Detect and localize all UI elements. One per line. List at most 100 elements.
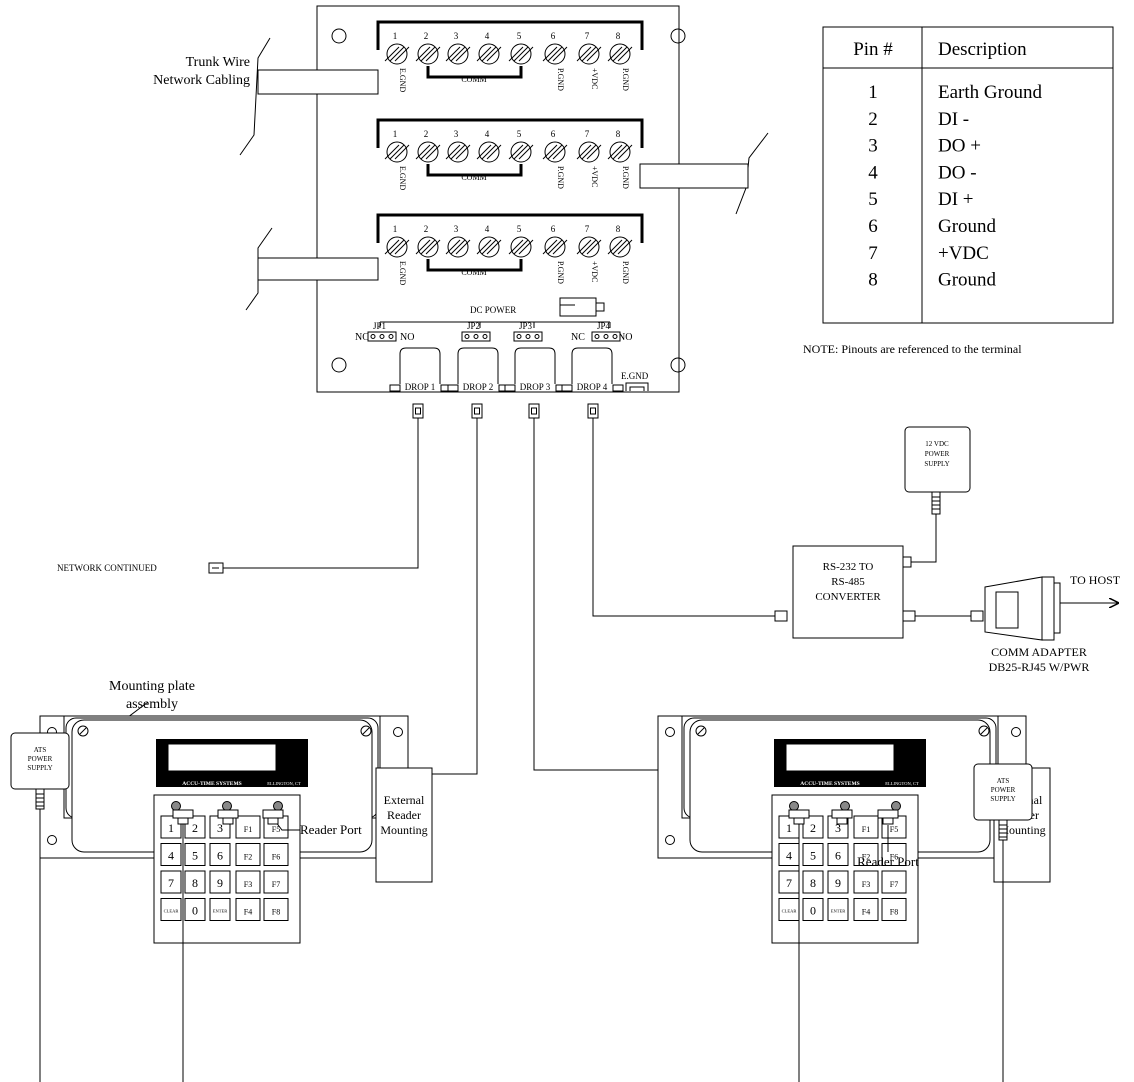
jumper-block[interactable] <box>513 331 543 342</box>
screw-terminal[interactable] <box>476 43 502 65</box>
rj45-plug[interactable] <box>774 610 788 622</box>
keypad-key[interactable]: CLEAR <box>778 898 800 921</box>
port[interactable] <box>172 809 194 819</box>
keypad-key[interactable]: 5 <box>802 843 824 866</box>
pgnd-label: P.GND <box>621 68 630 91</box>
screw-terminal[interactable] <box>542 236 568 258</box>
keypad-key[interactable]: F4 <box>853 898 879 921</box>
keypad-key[interactable]: ENTER <box>209 898 231 921</box>
rj45-plug[interactable] <box>528 403 540 419</box>
screw-terminal[interactable] <box>508 141 534 163</box>
screw-terminal[interactable] <box>476 141 502 163</box>
keypad-key[interactable]: 6 <box>827 843 849 866</box>
keypad-key[interactable]: F1 <box>235 815 261 839</box>
dc-power-jack[interactable] <box>559 297 597 317</box>
keypad-key[interactable]: 8 <box>802 870 824 894</box>
keypad-key[interactable]: 4 <box>160 843 182 866</box>
rj45-plug[interactable] <box>412 403 424 419</box>
keypad-key[interactable]: F6 <box>263 843 289 866</box>
screw-terminal[interactable] <box>415 43 441 65</box>
port[interactable] <box>788 809 810 819</box>
keypad-key[interactable]: F7 <box>263 870 289 894</box>
keypad-key[interactable]: F7 <box>881 870 907 894</box>
egnd-jack[interactable] <box>625 382 649 391</box>
jumper-block[interactable] <box>367 331 397 342</box>
jumper-block[interactable] <box>591 331 621 342</box>
mounting-hole <box>331 357 347 373</box>
pin-table-header: Description <box>938 39 1027 60</box>
brand-label: ACCU-TIME SYSTEMS <box>182 781 241 787</box>
brand-label: ACCU-TIME SYSTEMS <box>800 781 859 787</box>
rj45-plug[interactable] <box>587 403 599 419</box>
screw-terminal[interactable] <box>445 43 471 65</box>
lcd-screen <box>167 743 277 772</box>
keypad-key[interactable]: 6 <box>209 843 231 866</box>
screw-terminal[interactable] <box>384 236 410 258</box>
port[interactable] <box>877 809 899 819</box>
screw-terminal[interactable] <box>542 43 568 65</box>
keypad-key[interactable]: 0 <box>802 898 824 921</box>
screw-terminal[interactable] <box>607 236 633 258</box>
keypad-key[interactable]: 1 <box>160 815 182 839</box>
keypad-key[interactable]: F8 <box>881 898 907 921</box>
screw-terminal[interactable] <box>607 43 633 65</box>
rj45-jack[interactable] <box>612 384 624 392</box>
keypad-key[interactable]: F3 <box>853 870 879 894</box>
keypad-key[interactable]: F4 <box>235 898 261 921</box>
rj45-jack[interactable] <box>561 384 573 392</box>
keypad-key[interactable]: 0 <box>184 898 206 921</box>
keypad-key[interactable]: F2 <box>853 843 879 866</box>
screw-terminal[interactable] <box>384 141 410 163</box>
pin-number: 4 <box>485 31 490 41</box>
screw-terminal[interactable] <box>607 141 633 163</box>
keypad-key[interactable]: F3 <box>235 870 261 894</box>
rj45-jack[interactable] <box>389 384 401 392</box>
screw-terminal[interactable] <box>415 236 441 258</box>
keypad-key[interactable]: 9 <box>209 870 231 894</box>
keypad-key[interactable]: 8 <box>184 870 206 894</box>
key-label: F4 <box>862 908 870 917</box>
screw-terminal[interactable] <box>508 236 534 258</box>
keypad-key[interactable]: 2 <box>802 815 824 839</box>
keypad-key[interactable]: 9 <box>827 870 849 894</box>
trunk-cable[interactable] <box>639 163 749 189</box>
rj45-plug[interactable] <box>970 610 984 622</box>
screw-terminal[interactable] <box>576 43 602 65</box>
trunk-cable[interactable] <box>257 69 379 95</box>
key-label: F6 <box>272 853 280 862</box>
keypad-key[interactable]: 2 <box>184 815 206 839</box>
keypad-key[interactable]: ENTER <box>827 898 849 921</box>
rj45-jack[interactable] <box>447 384 459 392</box>
keypad-key[interactable]: 4 <box>778 843 800 866</box>
screw-terminal[interactable] <box>445 141 471 163</box>
port[interactable] <box>831 809 853 819</box>
keypad-key[interactable]: 7 <box>160 870 182 894</box>
keypad-key[interactable]: 7 <box>778 870 800 894</box>
screw-terminal[interactable] <box>576 236 602 258</box>
keypad-key[interactable]: F8 <box>263 898 289 921</box>
keypad-key[interactable]: F2 <box>235 843 261 866</box>
keypad-key[interactable]: F1 <box>853 815 879 839</box>
location-label: ELLINGTON, CT <box>885 781 919 787</box>
keypad-key[interactable]: 5 <box>184 843 206 866</box>
rj45-plug[interactable] <box>471 403 483 419</box>
screw-terminal[interactable] <box>508 43 534 65</box>
key-label: F3 <box>244 880 252 889</box>
port[interactable] <box>217 809 239 819</box>
port[interactable] <box>262 809 284 819</box>
trunk-cable[interactable] <box>257 257 379 281</box>
screw-terminal[interactable] <box>542 141 568 163</box>
keypad-key[interactable]: CLEAR <box>160 898 182 921</box>
screw-terminal[interactable] <box>576 141 602 163</box>
drop-port-housing <box>399 347 441 384</box>
screw-terminal[interactable] <box>415 141 441 163</box>
screw-terminal[interactable] <box>384 43 410 65</box>
rj45-jack[interactable] <box>504 384 516 392</box>
rj45-plug[interactable] <box>902 610 916 622</box>
screw-terminal[interactable] <box>476 236 502 258</box>
screw-terminal[interactable] <box>445 236 471 258</box>
pin-number: 1 <box>393 31 398 41</box>
jumper-block[interactable] <box>461 331 491 342</box>
